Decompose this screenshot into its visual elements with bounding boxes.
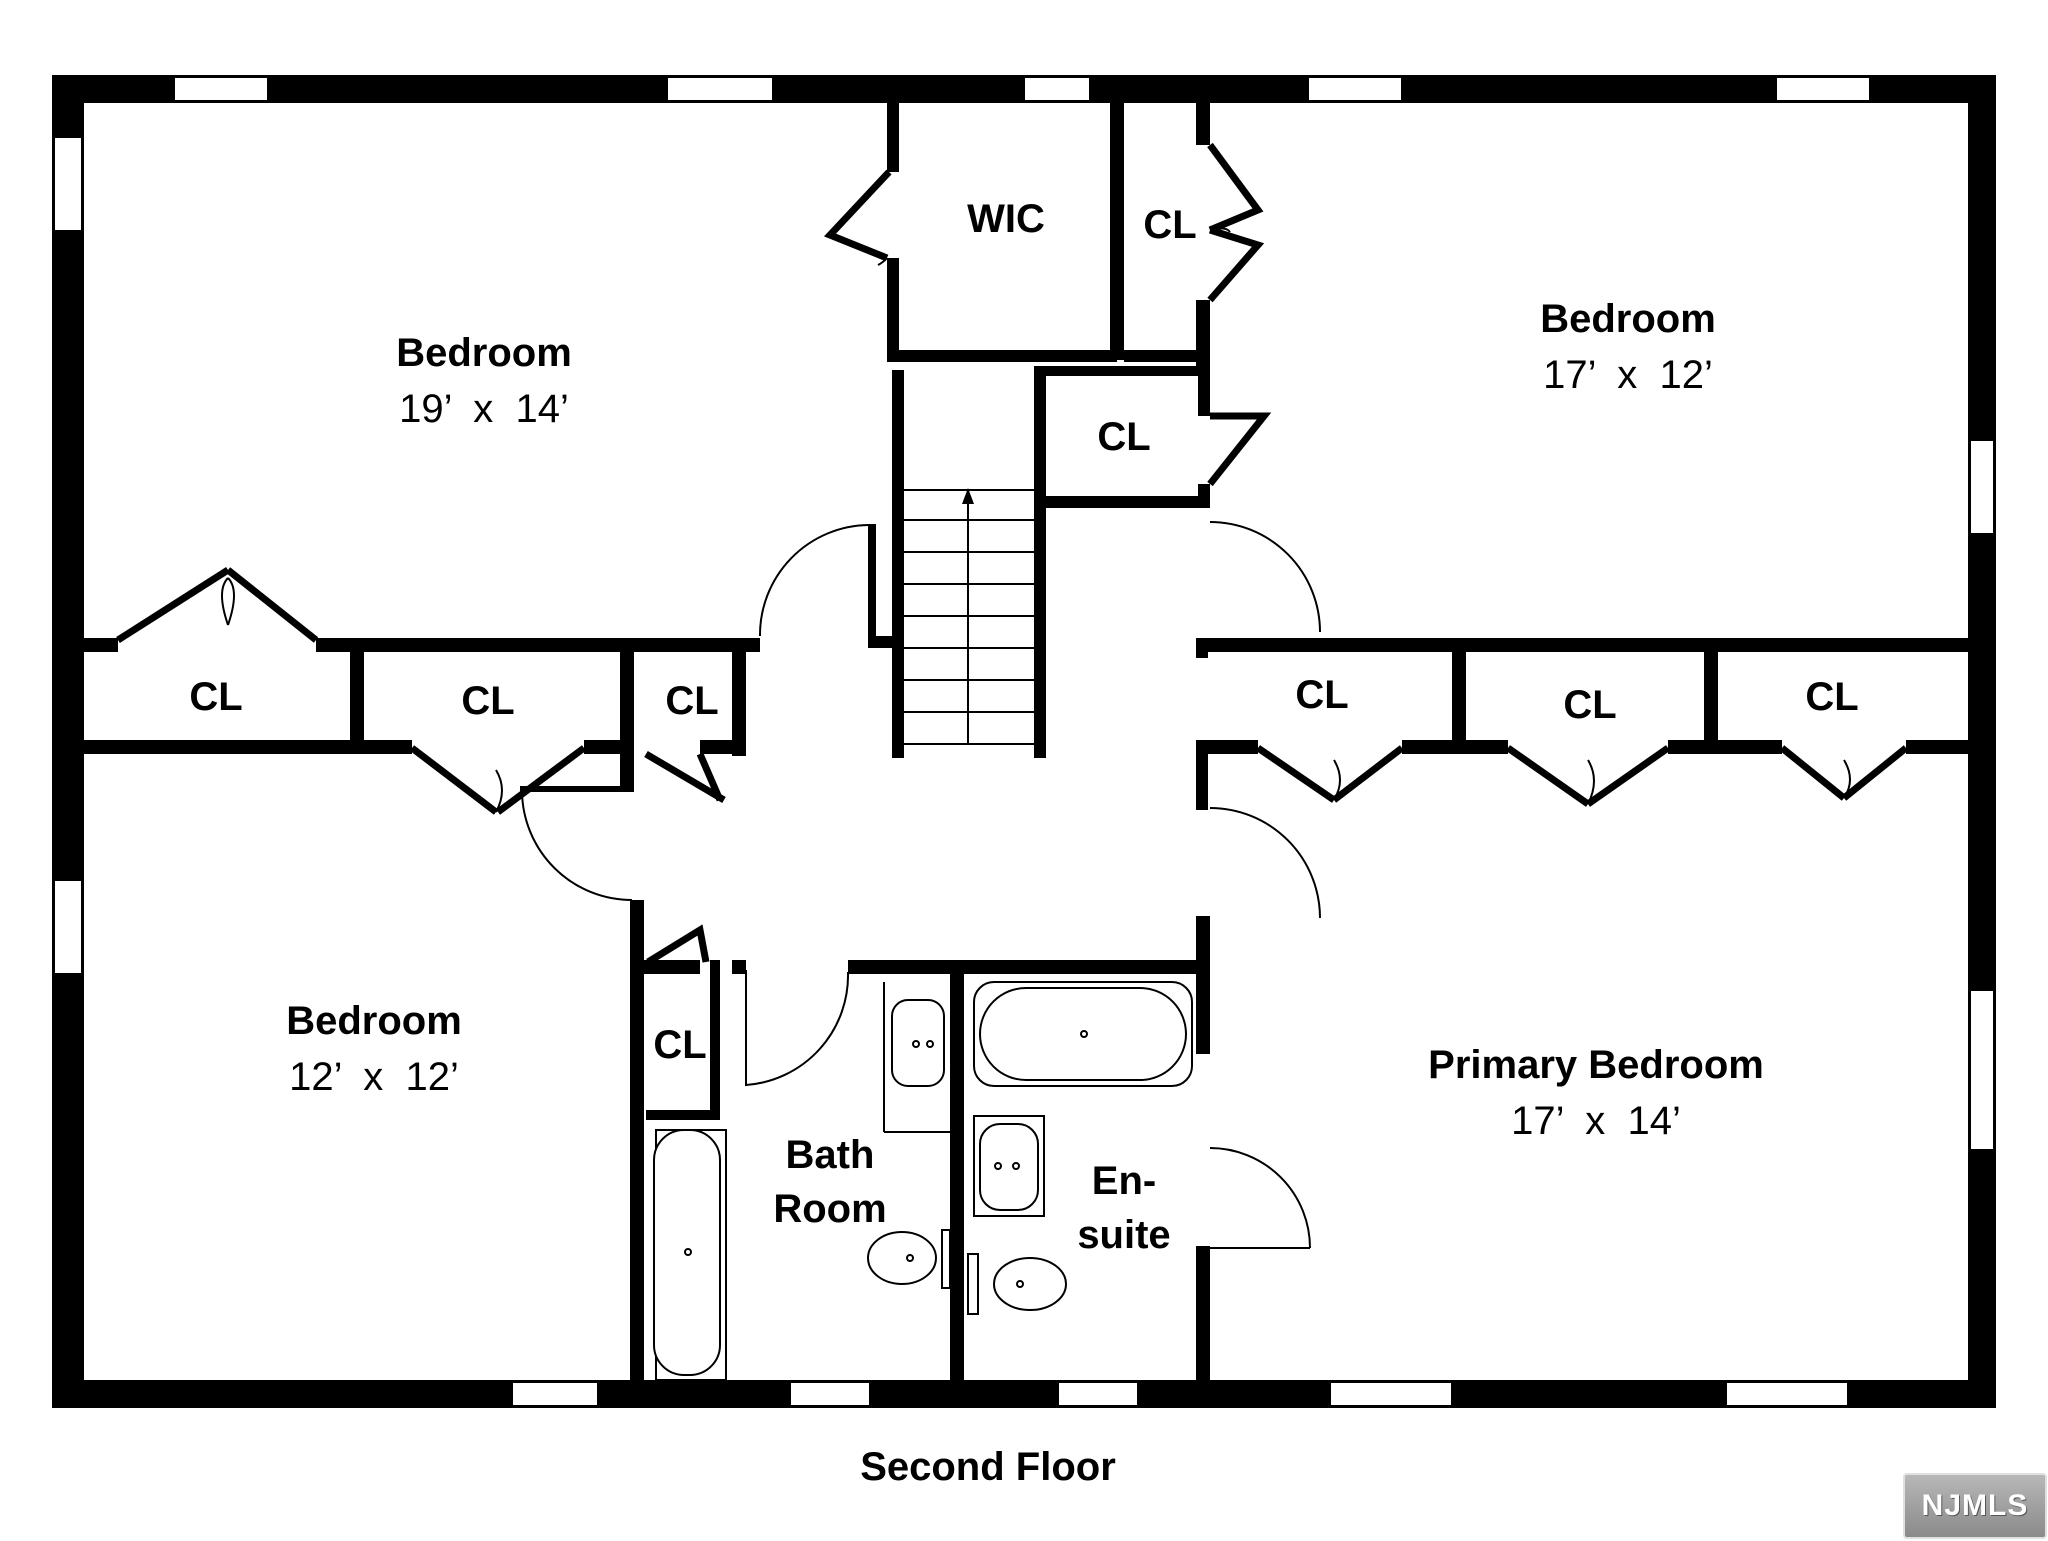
bath-label-line2: Room	[773, 1187, 886, 1231]
bedroom-ne-label: Bedroom	[1540, 297, 1716, 341]
closet-label: CL	[1805, 675, 1858, 719]
bedroom-nw-label: Bedroom	[396, 331, 572, 375]
interior-walls	[82, 100, 1970, 1380]
primary-bedroom-label: Primary Bedroom	[1428, 1043, 1764, 1087]
bedroom-ne-dims: 17’ x 12’	[1543, 353, 1713, 397]
primary-bedroom-dims: 17’ x 14’	[1511, 1099, 1681, 1143]
closet-label: CL	[1295, 673, 1348, 717]
closet-label: CL	[1097, 415, 1150, 459]
bath-fixtures	[653, 981, 1193, 1381]
bedroom-sw-label: Bedroom	[286, 999, 462, 1043]
njmls-watermark: NJMLS	[1903, 1473, 2047, 1539]
doors	[116, 142, 1909, 1249]
wic-label: WIC	[967, 197, 1045, 241]
closet-label: CL	[665, 679, 718, 723]
bedroom-nw-dims: 19’ x 14’	[399, 387, 569, 431]
stairs	[904, 488, 1034, 745]
ensuite-label-line2: suite	[1077, 1213, 1170, 1257]
windows	[53, 76, 1995, 1407]
bedroom-sw-dims: 12’ x 12’	[289, 1055, 459, 1099]
watermark-text: NJMLS	[1921, 1489, 2029, 1522]
closet-label: CL	[189, 675, 242, 719]
bath-label-line1: Bath	[786, 1133, 875, 1177]
closet-label: CL	[461, 679, 514, 723]
ensuite-label-line1: En-	[1092, 1159, 1156, 1203]
closet-label: CL	[653, 1023, 706, 1067]
closet-label: CL	[1563, 683, 1616, 727]
closet-label: CL	[1143, 203, 1196, 247]
floor-caption: Second Floor	[860, 1445, 1116, 1489]
room-labels: Bedroom 19’ x 14’ Bedroom 17’ x 12’ Bedr…	[189, 197, 1858, 1257]
